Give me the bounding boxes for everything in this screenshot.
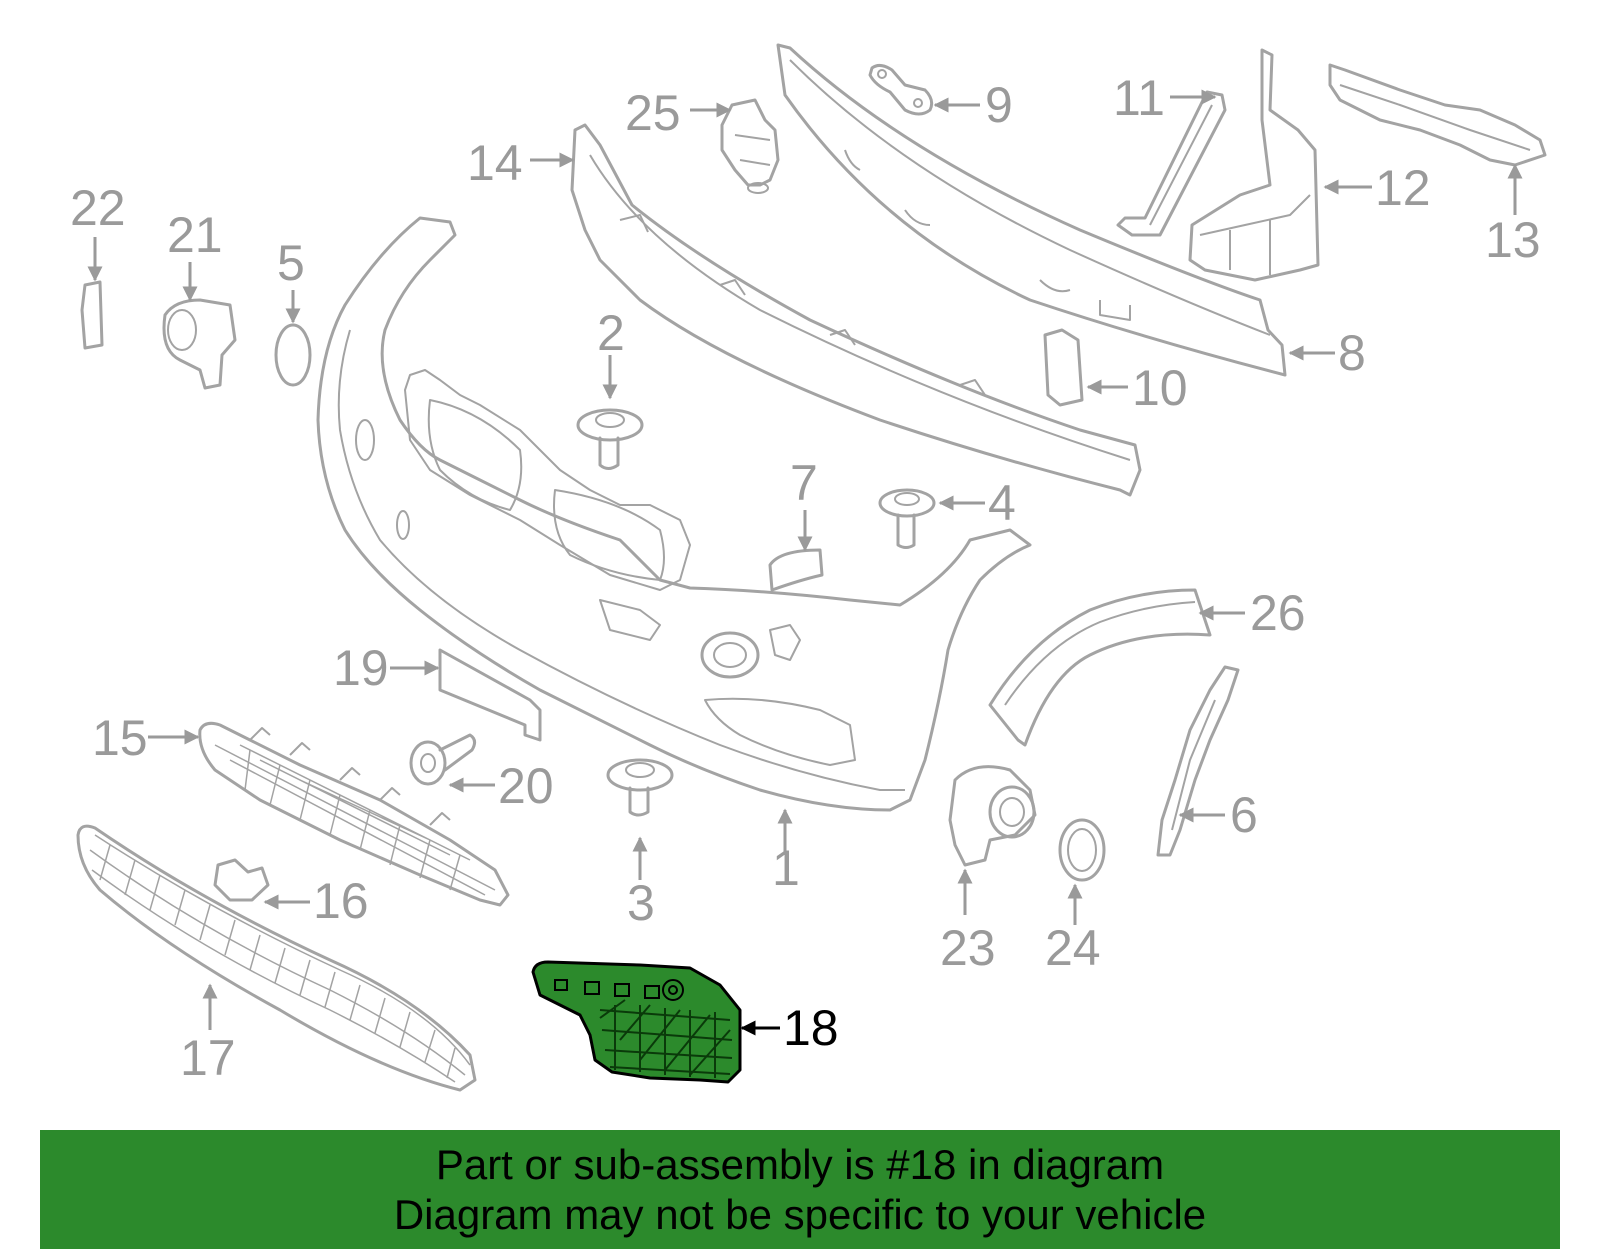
part-7-cap[interactable]	[768, 548, 824, 592]
callout-16[interactable]: 16	[313, 873, 369, 929]
part-17-lower-grille[interactable]	[76, 824, 477, 1092]
part-21-park-sensor[interactable]	[162, 298, 237, 390]
part-14-energy-absorber[interactable]	[570, 123, 1142, 497]
callout-8[interactable]: 8	[1338, 325, 1366, 381]
callout-21[interactable]: 21	[167, 207, 223, 263]
banner-line-disclaimer: Diagram may not be specific to your vehi…	[393, 1191, 1207, 1238]
part-13-side-bracket[interactable]	[1328, 63, 1547, 167]
part-22-clip[interactable]	[80, 280, 104, 350]
callout-arrows	[87, 89, 1523, 1036]
part-16-clip[interactable]	[213, 858, 270, 902]
part-3-screw[interactable]	[606, 758, 674, 817]
callout-12[interactable]: 12	[1375, 160, 1431, 216]
part-12-mount-bracket[interactable]	[1188, 48, 1320, 282]
callout-18-highlighted[interactable]: 18	[783, 1000, 839, 1056]
callout-7[interactable]: 7	[790, 455, 818, 511]
callout-25[interactable]: 25	[625, 85, 681, 141]
part-4-screw[interactable]	[878, 488, 936, 549]
callout-19[interactable]: 19	[333, 640, 389, 696]
part-1-bumper-cover[interactable]	[316, 216, 1032, 812]
callout-10[interactable]: 10	[1132, 360, 1188, 416]
callout-24[interactable]: 24	[1045, 920, 1101, 976]
banner-line-part: Part or sub-assembly is #18 in diagram	[435, 1141, 1165, 1188]
callout-17[interactable]: 17	[180, 1030, 236, 1086]
callout-9[interactable]: 9	[985, 77, 1013, 133]
part-10-bracket[interactable]	[1043, 328, 1084, 407]
callout-labels: 1 2 3 4 5 6 7 8 9 10 11 12 13 14 15 16 1…	[70, 70, 1541, 1086]
part-25-sensor[interactable]	[720, 98, 780, 194]
callout-2[interactable]: 2	[597, 305, 625, 361]
part-5-ring[interactable]	[274, 323, 312, 387]
callout-3[interactable]: 3	[627, 875, 655, 931]
callout-26[interactable]: 26	[1250, 585, 1306, 641]
part-2-screw[interactable]	[576, 408, 644, 470]
part-6-side-bracket[interactable]	[1156, 665, 1240, 857]
part-24-ring[interactable]	[1058, 818, 1106, 882]
part-15-upper-grille[interactable]	[198, 721, 510, 907]
callout-5[interactable]: 5	[277, 235, 305, 291]
info-banner: Part or sub-assembly is #18 in diagram D…	[40, 1130, 1560, 1249]
part-26-arch-trim[interactable]	[988, 588, 1212, 747]
part-23-park-sensor[interactable]	[948, 765, 1037, 867]
callout-15[interactable]: 15	[92, 710, 148, 766]
part-20-screw[interactable]	[409, 733, 477, 786]
callout-1[interactable]: 1	[772, 840, 800, 896]
callout-14[interactable]: 14	[467, 135, 523, 191]
part-8-reinforcement-beam[interactable]	[776, 43, 1287, 377]
part-18-fog-light-grille[interactable]	[531, 960, 742, 1084]
part-19-plate[interactable]	[438, 648, 542, 742]
callout-6[interactable]: 6	[1230, 787, 1258, 843]
callout-22[interactable]: 22	[70, 180, 126, 236]
callout-11[interactable]: 11	[1113, 70, 1165, 126]
callout-4[interactable]: 4	[988, 475, 1016, 531]
part-11-strap[interactable]	[1116, 90, 1227, 237]
callout-13[interactable]: 13	[1485, 212, 1541, 268]
callout-20[interactable]: 20	[498, 758, 554, 814]
callout-23[interactable]: 23	[940, 920, 996, 976]
part-9-bracket[interactable]	[868, 63, 934, 116]
